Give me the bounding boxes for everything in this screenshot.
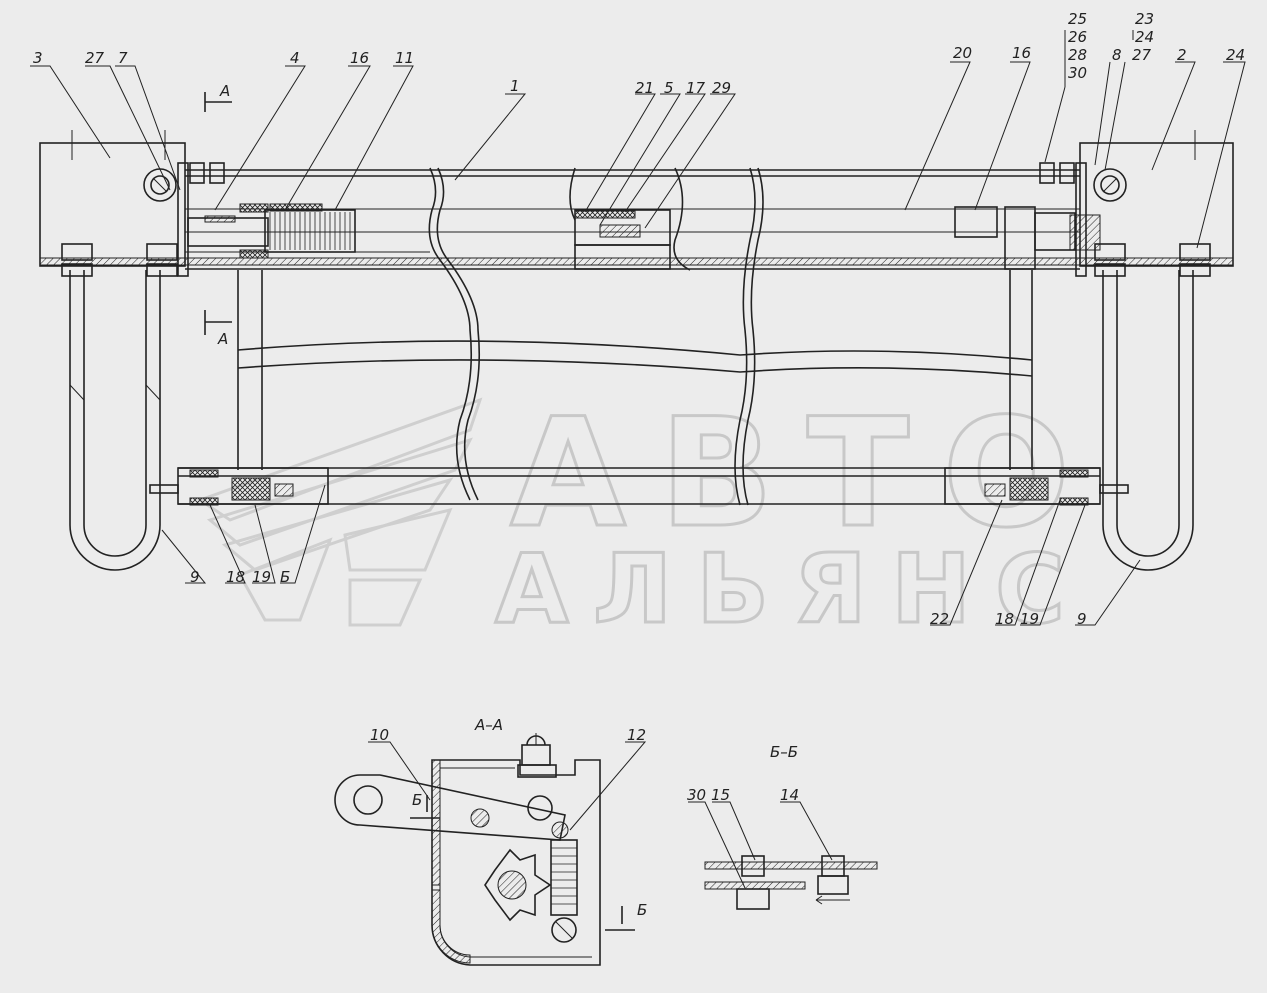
- callout-1: 1: [510, 77, 520, 95]
- watermark: АВТО АЛЬЯНС: [196, 386, 1072, 647]
- watermark-logo: [196, 397, 483, 627]
- callout-27-left: 27: [85, 49, 105, 67]
- lever-10: [334, 774, 566, 841]
- callout-16-left: 16: [350, 49, 369, 67]
- callout-2: 2: [1177, 46, 1187, 64]
- callout-24-upper: 24: [1135, 28, 1154, 46]
- callout-14: 14: [780, 786, 799, 804]
- callout-16-right: 16: [1012, 44, 1031, 62]
- callout-28: 28: [1068, 46, 1087, 64]
- callout-19-left: 19: [252, 568, 271, 586]
- spring-12: [550, 839, 578, 916]
- callout-21: 21: [635, 79, 654, 97]
- section-aa-title: А–А: [474, 716, 503, 734]
- callout-23: 23: [1135, 10, 1154, 28]
- callout-9-right: 9: [1077, 610, 1087, 628]
- callout-22: 22: [930, 610, 949, 628]
- callout-30: 30: [1068, 64, 1087, 82]
- section-aa: А–А Б Б 10 1: [334, 716, 647, 966]
- section-bb-title: Б–Б: [770, 743, 798, 761]
- callout-5: 5: [664, 79, 674, 97]
- callout-7: 7: [118, 49, 128, 67]
- callout-11: 11: [395, 49, 414, 67]
- callout-29: 29: [712, 79, 731, 97]
- callout-20: 20: [953, 44, 972, 62]
- callout-27-right: 27: [1132, 46, 1152, 64]
- section-marker-b-right: Б: [637, 901, 647, 919]
- callout-15: 15: [711, 786, 730, 804]
- callout-26: 26: [1068, 28, 1087, 46]
- callout-4: 4: [290, 49, 300, 67]
- callout-25: 25: [1068, 10, 1087, 28]
- section-bb: Б–Б 30 15 14: [687, 743, 878, 910]
- callout-9-left: 9: [190, 568, 200, 586]
- callout-18-left: 18: [226, 568, 245, 586]
- callout-30-bb: 30: [687, 786, 706, 804]
- u-bolt-right: [1102, 270, 1194, 571]
- section-marker-a-bottom: А: [217, 330, 228, 348]
- section-marker-b-left: Б: [412, 791, 422, 809]
- main-view: А А: [39, 82, 1234, 571]
- callout-17: 17: [686, 79, 706, 97]
- callout-19-right: 19: [1020, 610, 1039, 628]
- right-bracket: [1079, 142, 1234, 267]
- section-marker-a-top: А: [219, 82, 230, 100]
- callout-b: Б: [280, 568, 290, 586]
- callout-8: 8: [1112, 46, 1122, 64]
- callout-10: 10: [370, 726, 389, 744]
- left-bracket: [39, 142, 186, 267]
- u-bolt-left: [69, 270, 161, 571]
- callout-12: 12: [627, 726, 646, 744]
- callouts-main: 3 27 7 4 16 11 1 21 5 17 29 20 16 25 26 …: [30, 10, 1246, 628]
- callout-24: 24: [1226, 46, 1245, 64]
- mounting-plate: [39, 257, 1234, 266]
- callout-3: 3: [33, 49, 43, 67]
- callout-18-right: 18: [995, 610, 1014, 628]
